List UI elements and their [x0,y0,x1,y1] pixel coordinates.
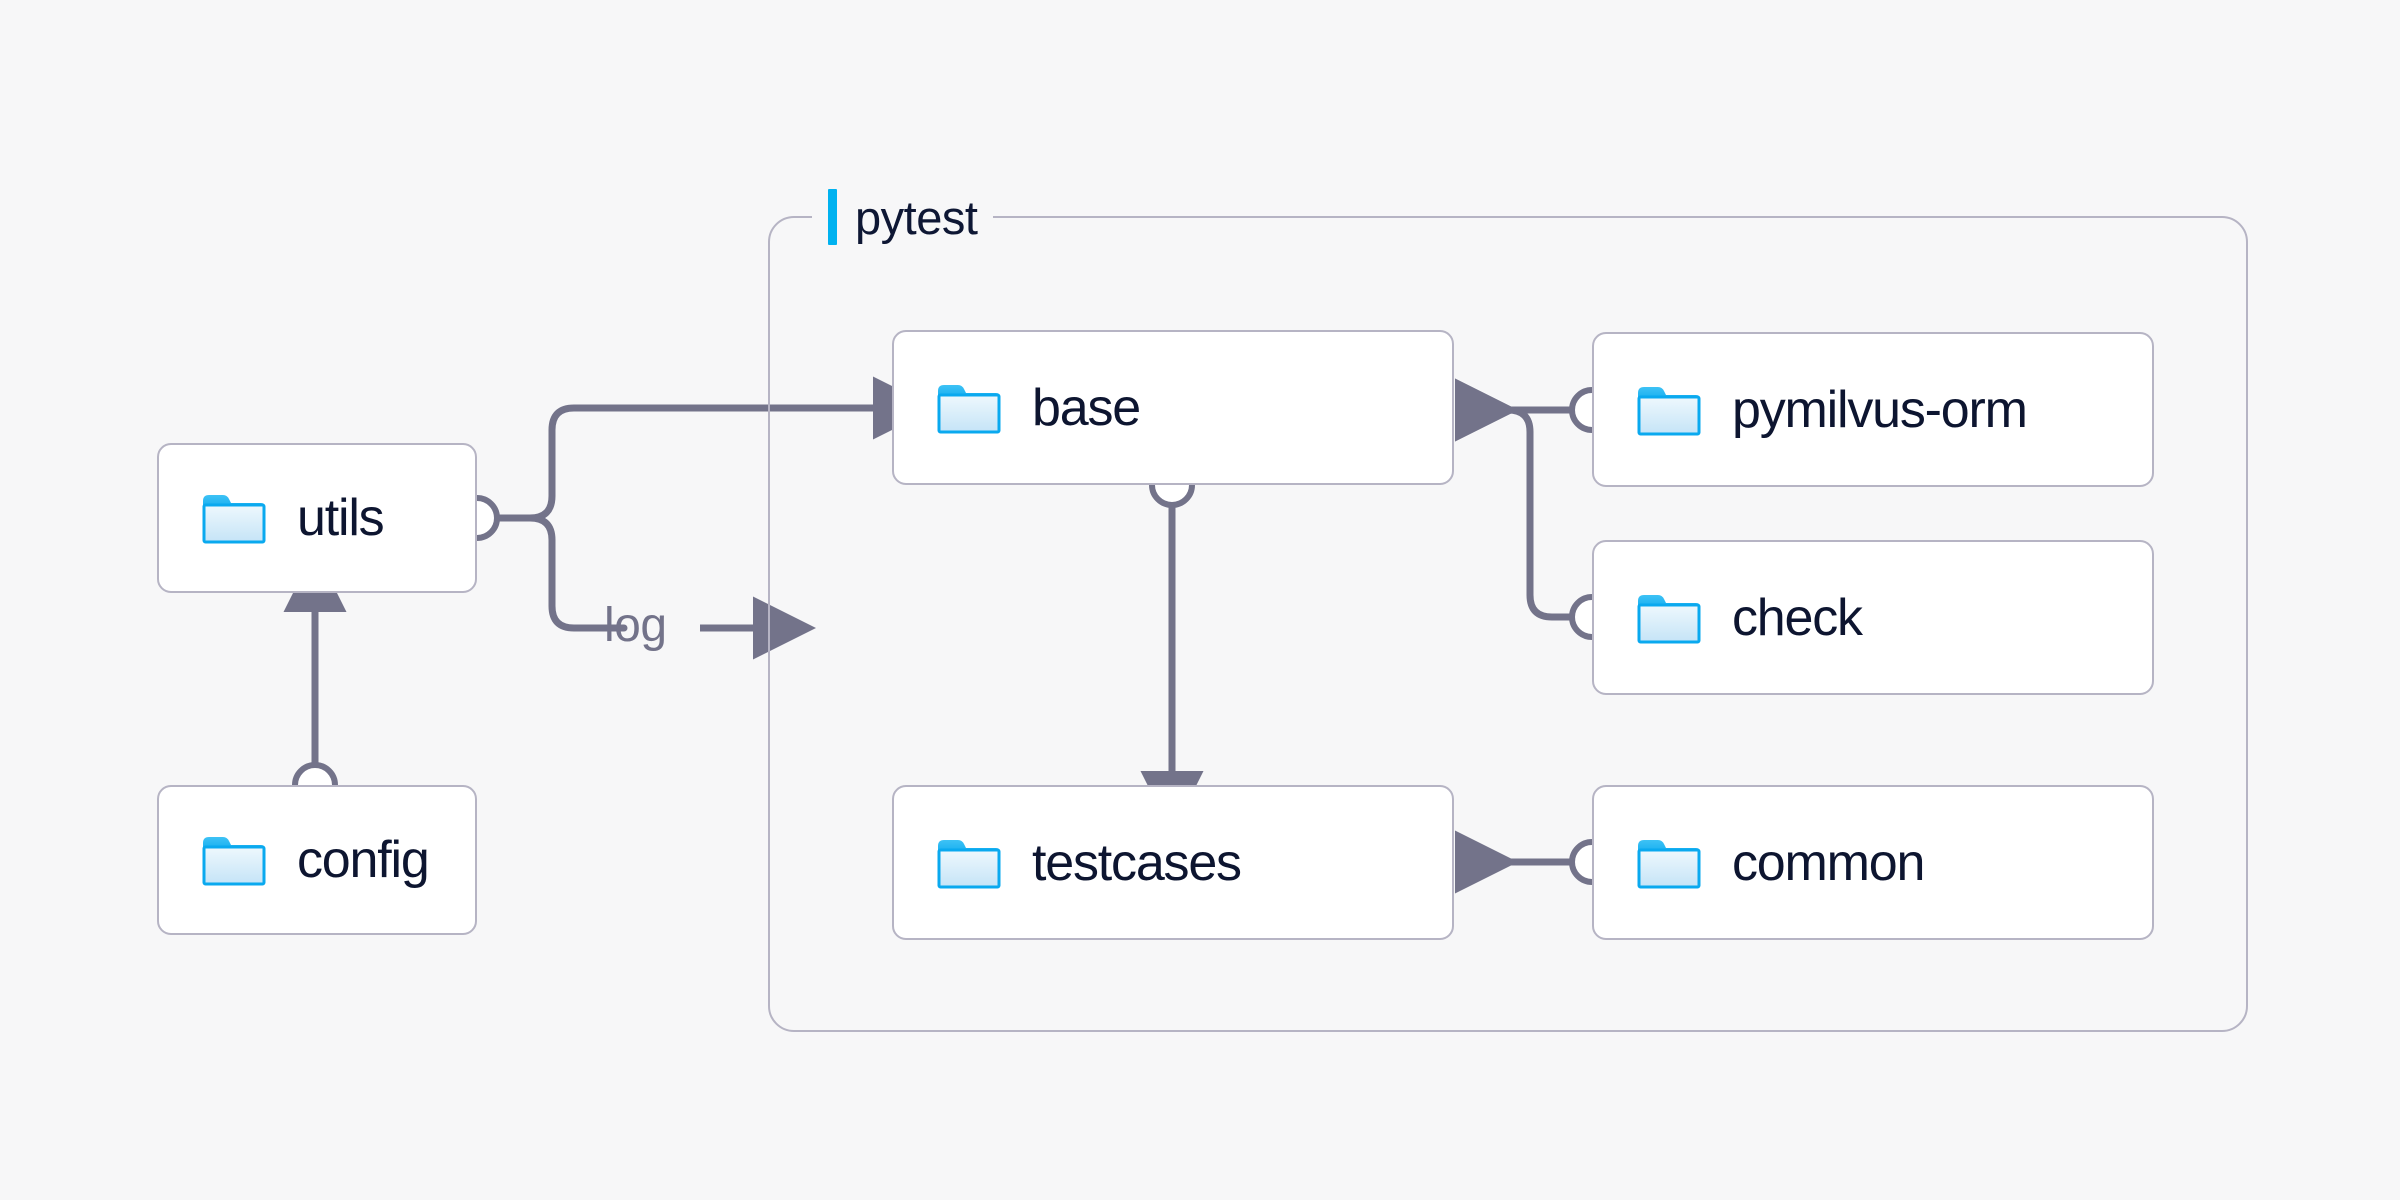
folder-icon [202,495,266,544]
node-check[interactable]: check [1592,540,2154,695]
node-testcases-label: testcases [1032,833,1242,892]
node-pymilvus-orm[interactable]: pymilvus-orm [1592,332,2154,487]
node-common-label: common [1732,833,1925,892]
group-pytest-label: pytest [812,186,994,248]
folder-icon [937,839,1001,888]
group-pytest[interactable] [768,216,2248,1032]
node-check-label: check [1732,588,1863,647]
node-config-label: config [297,831,430,889]
node-base[interactable]: base [892,330,1454,485]
node-utils[interactable]: utils [157,443,477,593]
group-pytest-label-text: pytest [855,190,978,244]
folder-icon [937,384,1001,433]
node-testcases[interactable]: testcases [892,785,1454,940]
folder-icon [1637,839,1701,888]
group-accent-bar [828,189,837,245]
node-config[interactable]: config [157,785,477,935]
node-utils-label: utils [297,489,385,547]
folder-icon [1637,594,1701,643]
node-base-label: base [1032,378,1141,437]
folder-icon [202,837,266,886]
edge-label-log: log [604,602,667,650]
edge-label-log-text: log [604,599,667,652]
node-common[interactable]: common [1592,785,2154,940]
folder-icon [1637,386,1701,435]
node-pymilvus-orm-label: pymilvus-orm [1732,380,2028,439]
